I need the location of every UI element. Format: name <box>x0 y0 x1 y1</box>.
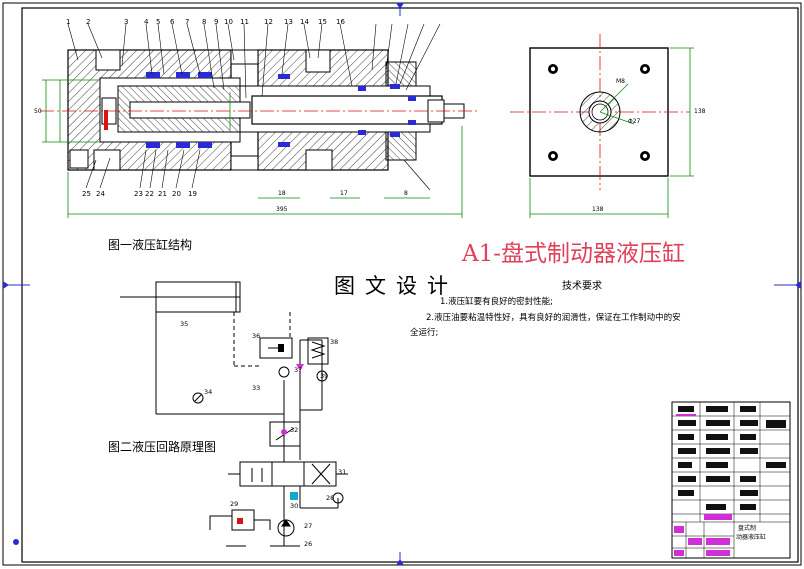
part-number: 11 <box>240 18 249 26</box>
dimension-18: 18 <box>278 190 286 197</box>
figure2-caption: 图二液压回路原理图 <box>108 440 217 454</box>
circuit-label: 33 <box>252 384 261 392</box>
part-number: 1 <box>66 18 71 26</box>
part-number: 21 <box>158 190 167 198</box>
figure1-caption: 图一液压缸结构 <box>108 238 193 252</box>
part-number: 6 <box>170 18 175 26</box>
cylinder-side-view <box>510 34 694 218</box>
part-number: 8 <box>202 18 207 26</box>
circuit-label: 27 <box>304 522 313 530</box>
circuit-label: 36 <box>252 332 261 340</box>
part-number: 13 <box>284 18 293 26</box>
part-number: 14 <box>300 18 309 26</box>
circuit-label: 28 <box>326 494 335 502</box>
cylinder-section-view <box>40 23 480 218</box>
circuit-label: 34 <box>204 388 213 396</box>
dimension-side-width: 138 <box>592 206 604 213</box>
part-number: 4 <box>144 18 149 26</box>
dimension-height-left: 50 <box>34 108 42 115</box>
part-number: 22 <box>145 190 154 198</box>
circuit-label: 26 <box>304 540 313 548</box>
circuit-label: 30 <box>290 502 299 510</box>
dimension-17: 17 <box>340 190 348 197</box>
part-number: 23 <box>134 190 143 198</box>
tech-requirement-2-continued: 全运行; <box>410 328 439 338</box>
tech-requirement-2: 2.液压油要粘温特性好，具有良好的润滑性，保证在工作制动中的安 <box>426 313 681 323</box>
drawing-main-title: A1-盘式制动器液压缸 <box>462 241 686 267</box>
hydraulic-circuit <box>120 281 348 547</box>
circuit-label: 32 <box>290 426 299 434</box>
part-number: 7 <box>185 18 190 26</box>
circuit-label: 35 <box>180 320 189 328</box>
part-number: 3 <box>124 18 129 26</box>
dimension-8: 8 <box>404 190 408 197</box>
circuit-label: 38 <box>330 338 339 346</box>
circuit-label: 37 <box>294 366 303 374</box>
title-block-subname: 动器液压缸 <box>736 534 767 541</box>
part-number: 5 <box>156 18 161 26</box>
part-number: 20 <box>172 190 181 198</box>
dimension-side-height: 138 <box>694 108 706 115</box>
circuit-label: 31 <box>338 468 347 476</box>
part-number: 10 <box>224 18 233 26</box>
dimension-overall-length: 395 <box>276 206 288 213</box>
part-number: 19 <box>188 190 197 198</box>
circuit-label: 29 <box>230 500 239 508</box>
dimension-side-thread: M8 <box>616 78 625 85</box>
part-number: 15 <box>318 18 327 26</box>
tech-requirements-heading: 技术要求 <box>562 281 602 292</box>
tech-requirement-1: 1.液压缸要有良好的密封性能; <box>440 297 553 307</box>
drawing-subtitle: 图文设计 <box>334 274 458 298</box>
part-number: 25 <box>82 190 91 198</box>
part-number: 16 <box>336 18 345 26</box>
circuit-label: 39 <box>320 372 329 380</box>
part-number: 12 <box>264 18 273 26</box>
part-number: 9 <box>214 18 219 26</box>
corner-mark <box>13 539 19 545</box>
part-number: 24 <box>96 190 105 198</box>
dimension-side-bore: Φ27 <box>628 118 641 125</box>
title-block-name: 盘式制 <box>738 525 757 532</box>
title-block <box>671 401 791 559</box>
part-number: 2 <box>86 18 91 26</box>
